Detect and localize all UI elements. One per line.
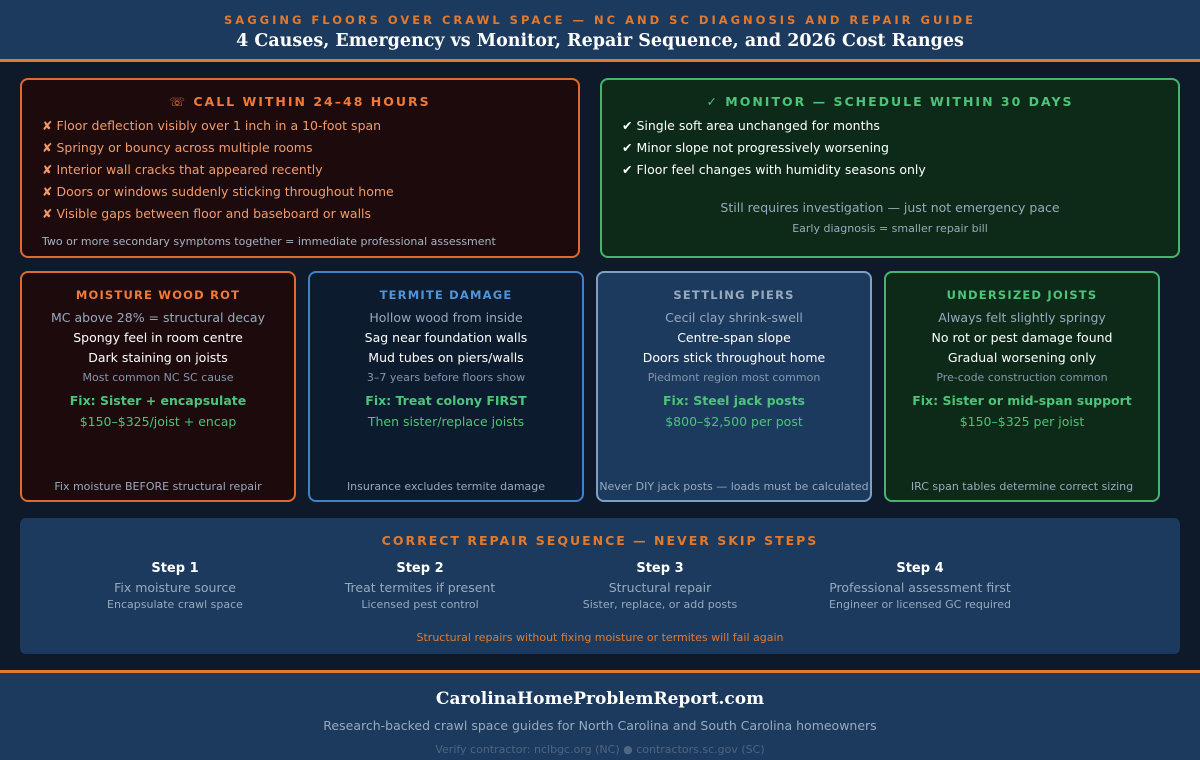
- step-label: Step 1: [151, 561, 199, 576]
- cause-cost: $150–$325 per joist: [959, 414, 1085, 429]
- header-kicker: SAGGING FLOORS OVER CRAWL SPACE — NC AND…: [224, 13, 976, 27]
- cause-card-settling-piers: SETTLING PIERS Cecil clay shrink-swell C…: [596, 271, 872, 502]
- cause-fix: Fix: Treat colony FIRST: [365, 393, 527, 408]
- step-1: Step 1 Fix moisture source Encapsulate c…: [45, 561, 305, 611]
- monitor-list: ✔ Single soft area unchanged for months …: [622, 118, 926, 184]
- cause-cost: $800–$2,500 per post: [665, 414, 803, 429]
- list-item: ✔ Floor feel changes with humidity seaso…: [622, 162, 926, 177]
- emergency-footnote: Two or more secondary symptoms together …: [42, 235, 496, 248]
- sequence-title: CORRECT REPAIR SEQUENCE — NEVER SKIP STE…: [381, 533, 819, 548]
- cause-line: No rot or pest damage found: [931, 330, 1113, 345]
- cause-line: Mud tubes on piers/walls: [368, 350, 524, 365]
- cause-cost: Then sister/replace joists: [367, 414, 525, 429]
- cause-note: Piedmont region most common: [647, 371, 821, 384]
- step-sub: Licensed pest control: [361, 598, 479, 611]
- step-main: Fix moisture source: [114, 580, 236, 595]
- page-header: SAGGING FLOORS OVER CRAWL SPACE — NC AND…: [0, 0, 1200, 62]
- cause-line: MC above 28% = structural decay: [51, 310, 265, 325]
- monitor-panel: ✓ MONITOR — SCHEDULE WITHIN 30 DAYS ✔ Si…: [600, 78, 1180, 258]
- step-sub: Sister, replace, or add posts: [582, 598, 738, 611]
- cause-line: Cecil clay shrink-swell: [665, 310, 803, 325]
- list-item: ✘ Doors or windows suddenly sticking thr…: [42, 184, 394, 199]
- cause-footnote: Insurance excludes termite damage: [346, 480, 546, 493]
- cause-line: Sag near foundation walls: [364, 330, 528, 345]
- cause-cost: $150–$325/joist + encap: [79, 414, 237, 429]
- step-2: Step 2 Treat termites if present License…: [290, 561, 550, 611]
- cause-note: Pre-code construction common: [936, 371, 1108, 384]
- list-item: ✘ Visible gaps between floor and baseboa…: [42, 206, 372, 221]
- cause-line: Hollow wood from inside: [369, 310, 523, 325]
- cause-note: Most common NC SC cause: [82, 371, 234, 384]
- step-sub: Encapsulate crawl space: [107, 598, 243, 611]
- sequence-warning: Structural repairs without fixing moistu…: [416, 631, 784, 644]
- cause-line: Centre-span slope: [677, 330, 791, 345]
- cause-footnote: Never DIY jack posts — loads must be cal…: [599, 480, 869, 493]
- verify-contractor-note: Verify contractor: nclbgc.org (NC) ● con…: [435, 743, 765, 756]
- cause-title: UNDERSIZED JOISTS: [946, 288, 1098, 302]
- site-name: CarolinaHomeProblemReport.com: [435, 689, 765, 709]
- cause-line: Gradual worsening only: [947, 350, 1097, 365]
- page-footer: CarolinaHomeProblemReport.com Research-b…: [0, 670, 1200, 760]
- cause-card-termite-damage: TERMITE DAMAGE Hollow wood from inside S…: [308, 271, 584, 502]
- step-4: Step 4 Professional assessment first Eng…: [790, 561, 1050, 611]
- step-label: Step 3: [636, 561, 684, 576]
- cause-card-undersized-joists: UNDERSIZED JOISTS Always felt slightly s…: [884, 271, 1160, 502]
- cause-line: Spongy feel in room centre: [73, 330, 243, 345]
- cause-line: Always felt slightly springy: [938, 310, 1106, 325]
- cause-line: Dark staining on joists: [88, 350, 228, 365]
- emergency-panel: ☏ CALL WITHIN 24–48 HOURS ✘ Floor deflec…: [20, 78, 580, 258]
- cause-note: 3–7 years before floors show: [366, 371, 526, 384]
- list-item: ✔ Minor slope not progressively worsenin…: [622, 140, 889, 155]
- step-sub: Engineer or licensed GC required: [829, 598, 1011, 611]
- emergency-title: ☏ CALL WITHIN 24–48 HOURS: [169, 94, 431, 109]
- cause-fix: Fix: Sister + encapsulate: [69, 393, 247, 408]
- page-title: 4 Causes, Emergency vs Monitor, Repair S…: [236, 31, 964, 51]
- emergency-list: ✘ Floor deflection visibly over 1 inch i…: [42, 118, 394, 228]
- footer-tagline: Research-backed crawl space guides for N…: [323, 718, 877, 733]
- cause-title: TERMITE DAMAGE: [379, 288, 513, 302]
- monitor-title: ✓ MONITOR — SCHEDULE WITHIN 30 DAYS: [706, 94, 1074, 109]
- cause-card-moisture-wood-rot: MOISTURE WOOD ROT MC above 28% = structu…: [20, 271, 296, 502]
- step-label: Step 2: [396, 561, 444, 576]
- step-main: Treat termites if present: [344, 580, 496, 595]
- list-item: ✔ Single soft area unchanged for months: [622, 118, 880, 133]
- cause-title: MOISTURE WOOD ROT: [75, 288, 241, 302]
- cause-footnote: Fix moisture BEFORE structural repair: [54, 480, 262, 493]
- step-label: Step 4: [896, 561, 944, 576]
- cause-fix: Fix: Sister or mid-span support: [912, 393, 1132, 408]
- monitor-note: Still requires investigation — just not …: [720, 200, 1060, 215]
- step-main: Structural repair: [608, 580, 712, 595]
- list-item: ✘ Springy or bouncy across multiple room…: [42, 140, 313, 155]
- cause-line: Doors stick throughout home: [642, 350, 826, 365]
- repair-sequence-panel: CORRECT REPAIR SEQUENCE — NEVER SKIP STE…: [20, 518, 1180, 654]
- cause-fix: Fix: Steel jack posts: [663, 393, 805, 408]
- list-item: ✘ Floor deflection visibly over 1 inch i…: [42, 118, 382, 133]
- cause-title: SETTLING PIERS: [673, 288, 795, 302]
- list-item: ✘ Interior wall cracks that appeared rec…: [42, 162, 323, 177]
- monitor-subnote: Early diagnosis = smaller repair bill: [792, 222, 988, 235]
- step-main: Professional assessment first: [829, 580, 1011, 595]
- step-3: Step 3 Structural repair Sister, replace…: [530, 561, 790, 611]
- cause-footnote: IRC span tables determine correct sizing: [910, 480, 1134, 493]
